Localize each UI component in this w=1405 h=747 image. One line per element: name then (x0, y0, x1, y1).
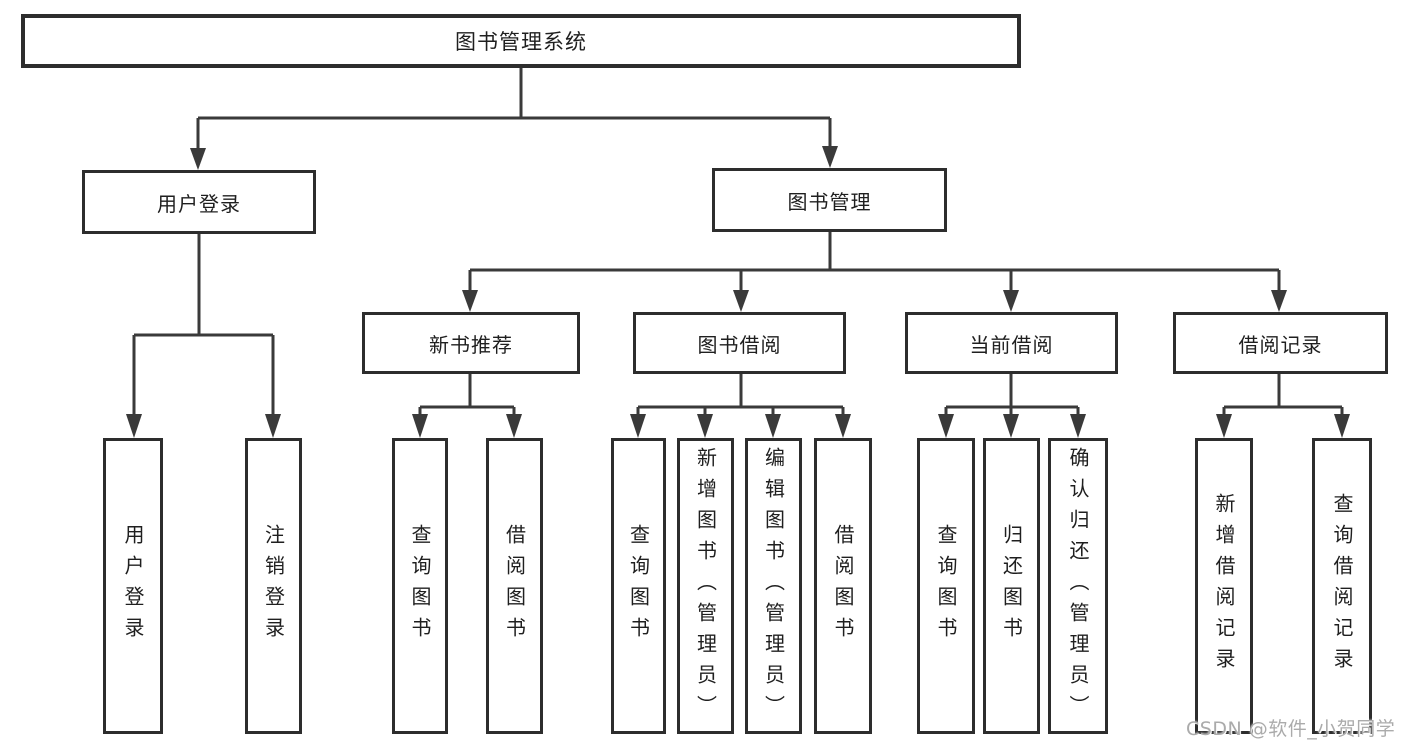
node-leaf-cu-return-books: 归还图书 (983, 438, 1040, 734)
node-leaf-rc-query-record-label: 查询借阅记录 (1330, 493, 1354, 679)
node-leaf-bw-add-books-admin-label: 新增图书（管理员） (693, 446, 718, 726)
node-library-system: 图书管理系统 (21, 14, 1021, 68)
node-book-borrowing: 图书借阅 (633, 312, 846, 374)
node-leaf-cu-query-books-label: 查询图书 (934, 524, 958, 648)
node-book-management-label: 图书管理 (787, 189, 872, 214)
node-leaf-bw-add-books-admin: 新增图书（管理员） (677, 438, 734, 734)
node-current-borrowing: 当前借阅 (905, 312, 1118, 374)
node-leaf-logout: 注销登录 (245, 438, 302, 734)
node-leaf-cu-confirm-return-admin-label: 确认归还（管理员） (1066, 446, 1090, 726)
node-leaf-cu-return-books-label: 归还图书 (999, 524, 1024, 648)
node-current-borrowing-label: 当前借阅 (969, 332, 1054, 357)
node-leaf-cu-confirm-return-admin: 确认归还（管理员） (1048, 438, 1108, 734)
node-leaf-rc-query-record: 查询借阅记录 (1312, 438, 1372, 734)
csdn-watermark: CSDN @软件_小贺同学 (1186, 718, 1396, 740)
node-book-borrowing-label: 图书借阅 (697, 332, 782, 357)
node-user-login: 用户登录 (82, 170, 316, 234)
node-library-system-label: 图书管理系统 (455, 30, 587, 54)
node-leaf-bw-edit-books-admin-label: 编辑图书（管理员） (761, 446, 786, 726)
node-leaf-user-login-label: 用户登录 (121, 524, 145, 648)
node-leaf-bw-query-books: 查询图书 (611, 438, 666, 734)
node-book-management: 图书管理 (712, 168, 947, 232)
node-leaf-nb-query-books-label: 查询图书 (408, 524, 432, 648)
node-leaf-nb-borrow-books: 借阅图书 (486, 438, 543, 734)
node-leaf-nb-query-books: 查询图书 (392, 438, 448, 734)
node-leaf-rc-add-record: 新增借阅记录 (1195, 438, 1253, 734)
node-new-book-recommend-label: 新书推荐 (429, 332, 513, 357)
node-leaf-logout-label: 注销登录 (261, 524, 286, 648)
node-leaf-rc-add-record-label: 新增借阅记录 (1212, 493, 1236, 679)
node-borrow-records-label: 借阅记录 (1238, 332, 1323, 357)
node-leaf-user-login: 用户登录 (103, 438, 163, 734)
node-leaf-bw-borrow-books: 借阅图书 (814, 438, 872, 734)
node-leaf-bw-borrow-books-label: 借阅图书 (831, 524, 855, 648)
node-leaf-cu-query-books: 查询图书 (917, 438, 975, 734)
node-leaf-nb-borrow-books-label: 借阅图书 (502, 524, 527, 648)
node-leaf-bw-edit-books-admin: 编辑图书（管理员） (745, 438, 802, 734)
arrowheads (126, 146, 1350, 438)
node-borrow-records: 借阅记录 (1173, 312, 1388, 374)
node-user-login-label: 用户登录 (157, 191, 241, 216)
node-leaf-bw-query-books-label: 查询图书 (626, 524, 651, 648)
node-new-book-recommend: 新书推荐 (362, 312, 580, 374)
